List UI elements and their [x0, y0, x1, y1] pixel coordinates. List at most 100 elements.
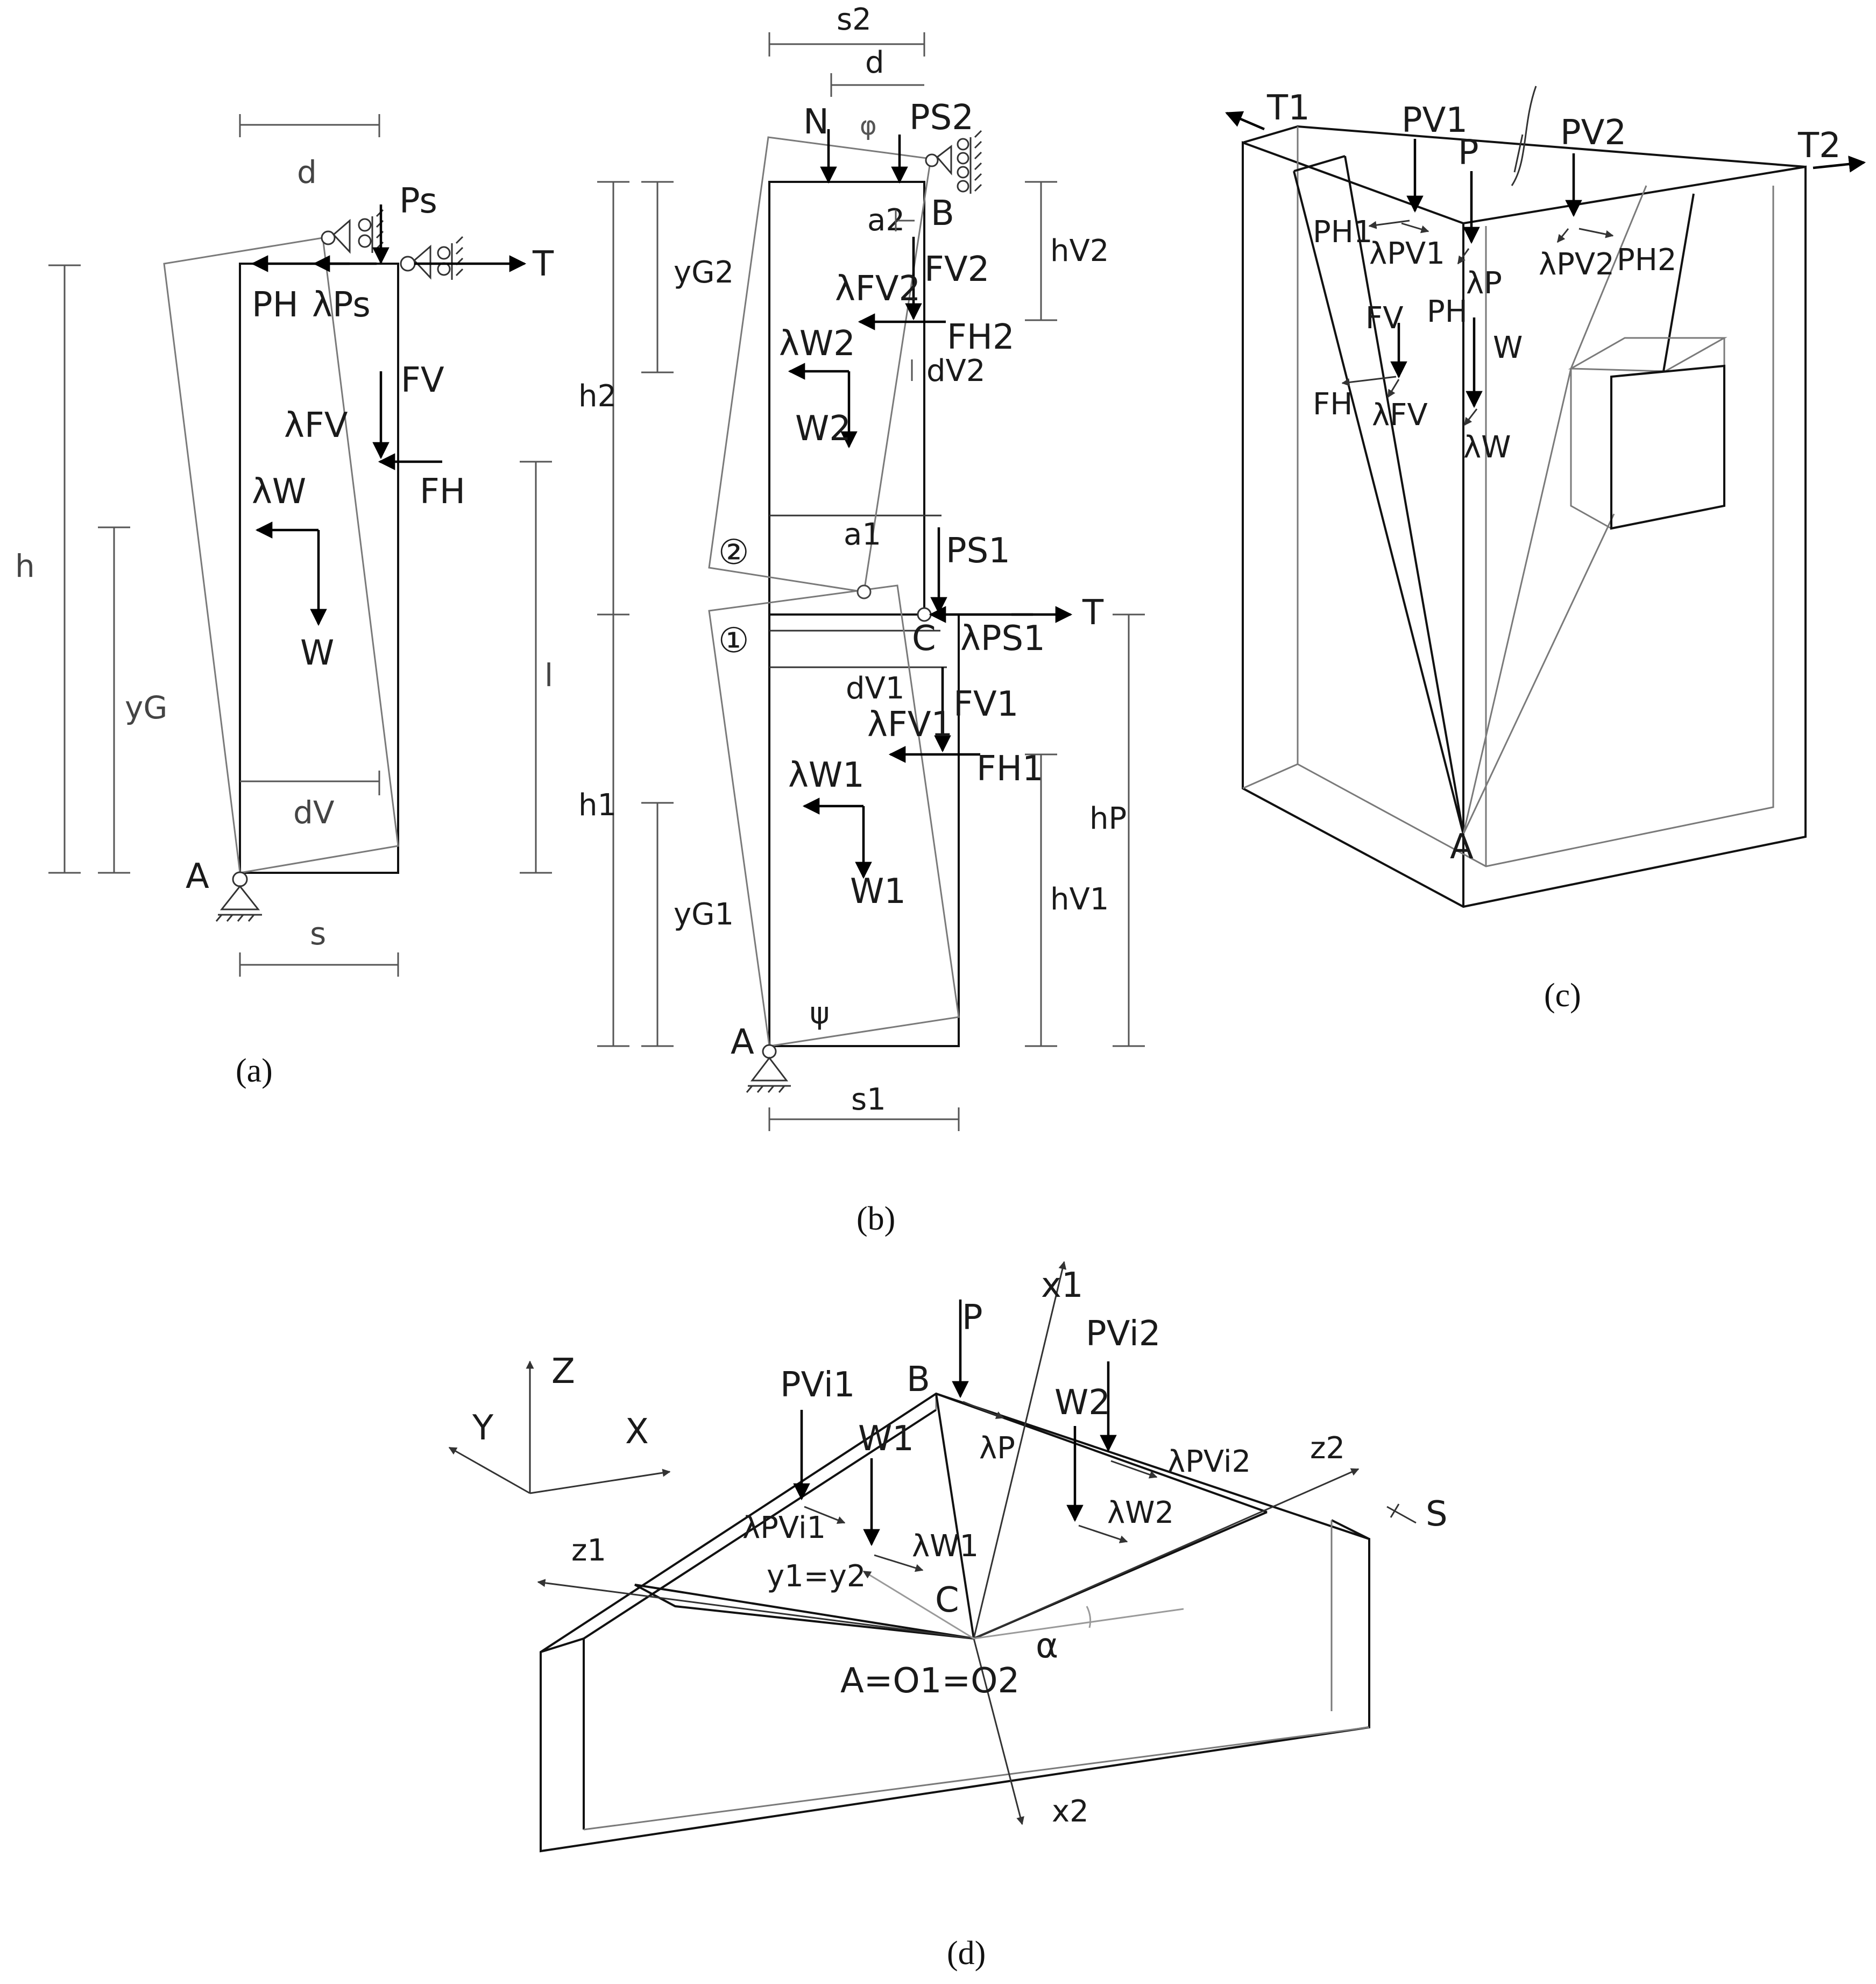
caption-b: (b) — [856, 1201, 895, 1237]
label-yg2-b: yG2 — [674, 255, 734, 290]
label-h1-b: h1 — [578, 788, 617, 823]
label-fh-c: FH — [1313, 387, 1353, 422]
label-pv2-c: PV2 — [1560, 113, 1626, 153]
dim-yg-a — [98, 526, 130, 874]
hinge-2 — [856, 584, 872, 599]
label-lpvi2-d: λPVi2 — [1167, 1444, 1251, 1479]
pin-support-b — [746, 1044, 791, 1093]
axis-x2-d — [973, 1638, 1024, 1825]
dim-hv1-b — [1025, 753, 1057, 1047]
dim-d-a — [239, 114, 380, 137]
label-d-a: d — [297, 154, 317, 190]
label-C-b: C — [912, 619, 936, 659]
window-c-back — [1568, 337, 1728, 529]
axis-x1-d — [973, 1261, 1067, 1639]
label-h-a: h — [15, 548, 35, 584]
axis-y-d — [862, 1570, 974, 1640]
panel-b: s2 d N φ PS2 B a2 hV2 yG2 FV2 λFV2 FH — [578, 2, 1145, 1237]
panel-c: T1 T2 PV1 P PV2 PH1 λPV1 λP PH λPV2 PH2 … — [1225, 86, 1866, 1014]
arrow-t1-c — [1225, 111, 1265, 131]
label-lpvi1-d: λPVi1 — [742, 1510, 826, 1545]
label-lfv-a: λFV — [284, 406, 348, 446]
arrow-lp-c — [1457, 248, 1470, 265]
arrow-lw-c — [1463, 408, 1478, 426]
label-fh1-b: FH1 — [976, 749, 1044, 789]
label-fh2-b: FH2 — [947, 317, 1015, 357]
roller-supports-a — [321, 209, 464, 280]
label-fv2-b: FV2 — [924, 250, 989, 290]
label-ps-a: Ps — [399, 181, 437, 221]
label-ph-c: PH — [1427, 294, 1468, 329]
label-w1-b: W1 — [850, 872, 906, 912]
caption-a: (a) — [236, 1053, 273, 1089]
label-hv2-b: hV2 — [1050, 234, 1109, 269]
label-dv2-b: dV2 — [926, 354, 985, 389]
line-alpha-d — [973, 1608, 1184, 1640]
arrow-lw2-d — [1078, 1524, 1128, 1543]
label-s1-b: s1 — [851, 1082, 886, 1117]
label-A-a: A — [186, 857, 209, 896]
label-lfv2-b: λFV2 — [835, 269, 921, 309]
dim-s-a — [239, 952, 399, 977]
label-lps-a: λPs — [312, 285, 371, 325]
label-pv1-c: PV1 — [1401, 101, 1468, 140]
label-fv-c: FV — [1365, 301, 1404, 336]
label-yg1-b: yG1 — [674, 897, 734, 932]
arrow-lpv1-c — [1401, 222, 1429, 234]
wedge-c-right-grey — [1462, 185, 1647, 835]
label-ps1-b: PS1 — [946, 531, 1010, 571]
label-w2-b: W2 — [795, 409, 851, 449]
label-Z-d: Z — [551, 1352, 575, 1392]
dim-yg1-b — [641, 802, 674, 1047]
block-c-inner — [1242, 126, 1774, 867]
label-lfv1-b: λFV1 — [867, 705, 953, 745]
label-phi-b: φ — [860, 111, 877, 141]
label-w-c: W — [1493, 330, 1523, 365]
label-lfv-c: λFV — [1372, 398, 1428, 433]
caption-c: (c) — [1544, 977, 1581, 1014]
label-fh-a: FH — [420, 472, 465, 512]
block-1-original — [768, 613, 960, 1047]
arrow-t2-c — [1813, 156, 1866, 173]
wedge-c-left — [1293, 155, 1464, 835]
dim-l-a — [520, 461, 552, 874]
label-A-c: A — [1450, 827, 1474, 867]
dim-d-b — [830, 73, 924, 97]
label-fv1-b: FV1 — [953, 684, 1018, 724]
label-ph1-c: PH1 — [1313, 215, 1373, 250]
label-z1-d: z1 — [571, 1533, 606, 1568]
roller-supports-b — [925, 130, 982, 194]
arrow-ph2-c — [1578, 228, 1614, 238]
label-d-b: d — [865, 45, 884, 80]
pin-support-a — [215, 871, 262, 922]
wall-d-body — [540, 1392, 1370, 1853]
label-hv1-b: hV1 — [1050, 882, 1109, 917]
label-x2-d: x2 — [1052, 1794, 1089, 1829]
section-mark-d — [1386, 1503, 1417, 1524]
label-ph-a: PH — [252, 285, 299, 325]
label-Y-d: Y — [472, 1408, 494, 1448]
arrow-lpvi2-d — [1110, 1460, 1158, 1479]
label-z2-d: z2 — [1310, 1431, 1345, 1466]
label-t1-c: T1 — [1266, 88, 1310, 128]
label-B-d: B — [907, 1360, 930, 1400]
label-lw2-b: λW2 — [779, 324, 855, 364]
dim-hp-b — [1113, 613, 1145, 1047]
label-X-d: X — [625, 1412, 649, 1452]
label-fv-a: FV — [401, 361, 444, 400]
label-lpv2-c: λPV2 — [1539, 247, 1615, 282]
caption-d: (d) — [947, 1935, 986, 1972]
arrow-fh-c — [1341, 376, 1397, 386]
dim-s1-b — [768, 1107, 960, 1131]
label-p-d: P — [962, 1298, 983, 1338]
label-lw1-d: λW1 — [912, 1529, 979, 1564]
arrow-lpvi1-d — [804, 1506, 846, 1524]
label-lw-c: λW — [1463, 430, 1511, 465]
wedge-d — [634, 1393, 1268, 1640]
label-n-b: N — [803, 102, 829, 142]
axis-z2-d — [973, 1468, 1360, 1640]
block-1-rotated — [708, 584, 960, 1047]
label-C-d: C — [935, 1580, 959, 1620]
label-lpv1-c: λPV1 — [1369, 236, 1445, 271]
label-pvi2-d: PVi2 — [1086, 1314, 1160, 1354]
